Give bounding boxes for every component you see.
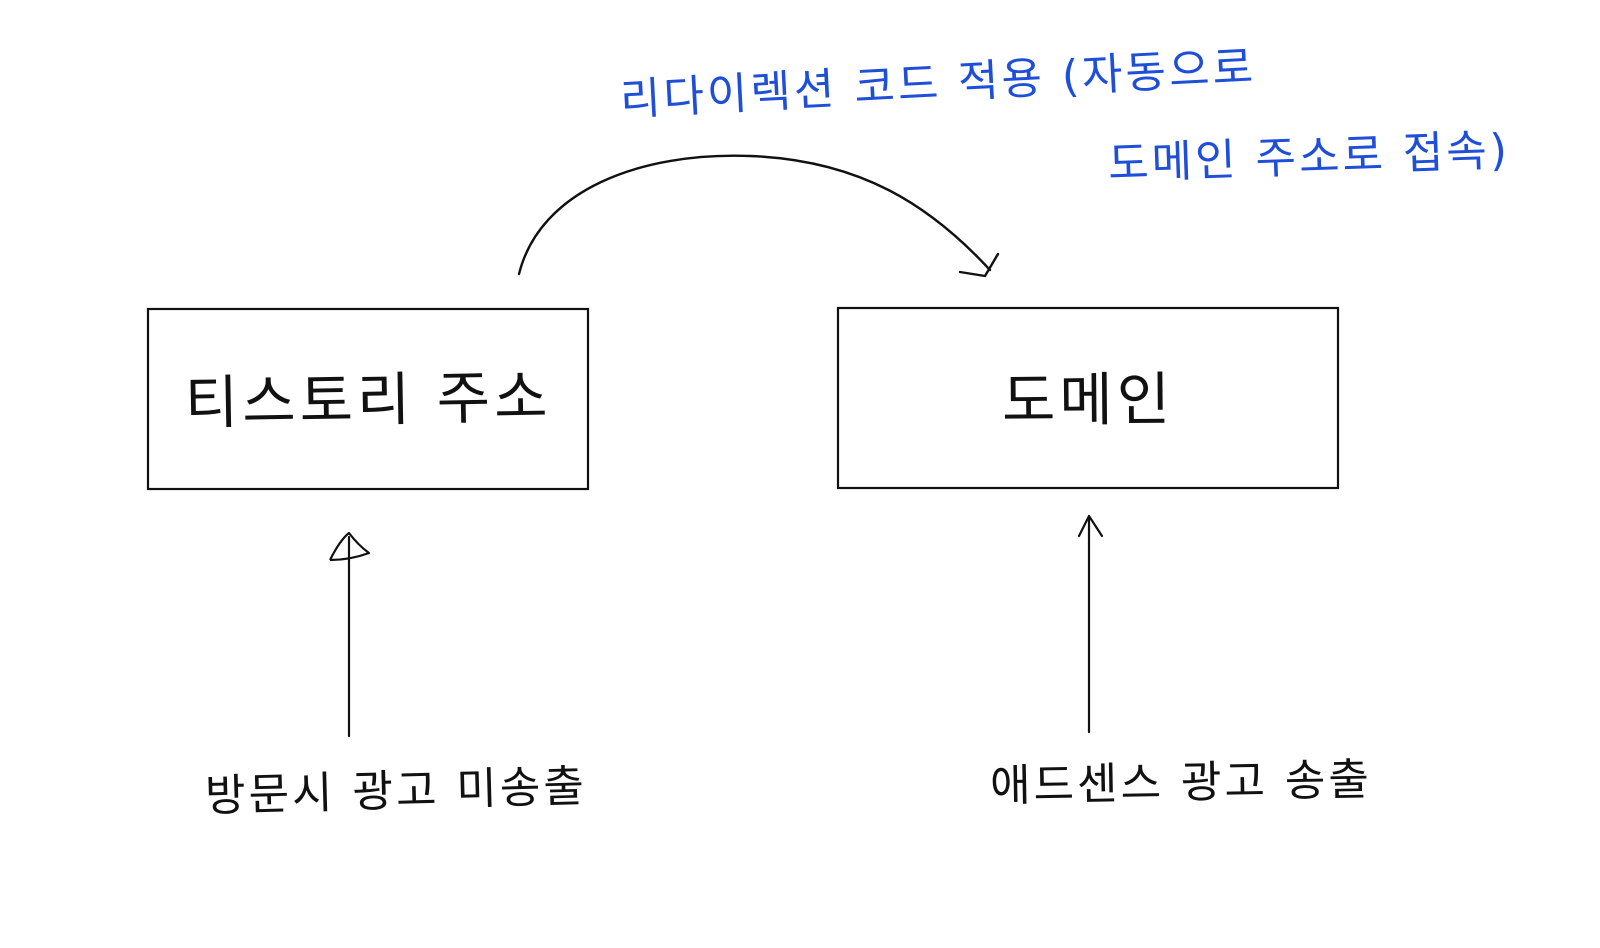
tistory-address-label: 티스토리 주소 — [184, 362, 552, 438]
domain-box — [836, 306, 1340, 490]
redirect-arrowhead — [958, 252, 1000, 278]
domain-label: 도메인 — [1001, 365, 1175, 435]
tistory-up-arrowhead — [329, 531, 371, 562]
redirect-arrow — [517, 154, 992, 276]
tistory-box — [146, 307, 590, 491]
domain-ad-note: 애드센스 광고 송출 — [989, 754, 1373, 812]
tistory-ad-note: 방문시 광고 미송출 — [204, 761, 588, 822]
domain-up-arrowhead — [1077, 514, 1104, 538]
